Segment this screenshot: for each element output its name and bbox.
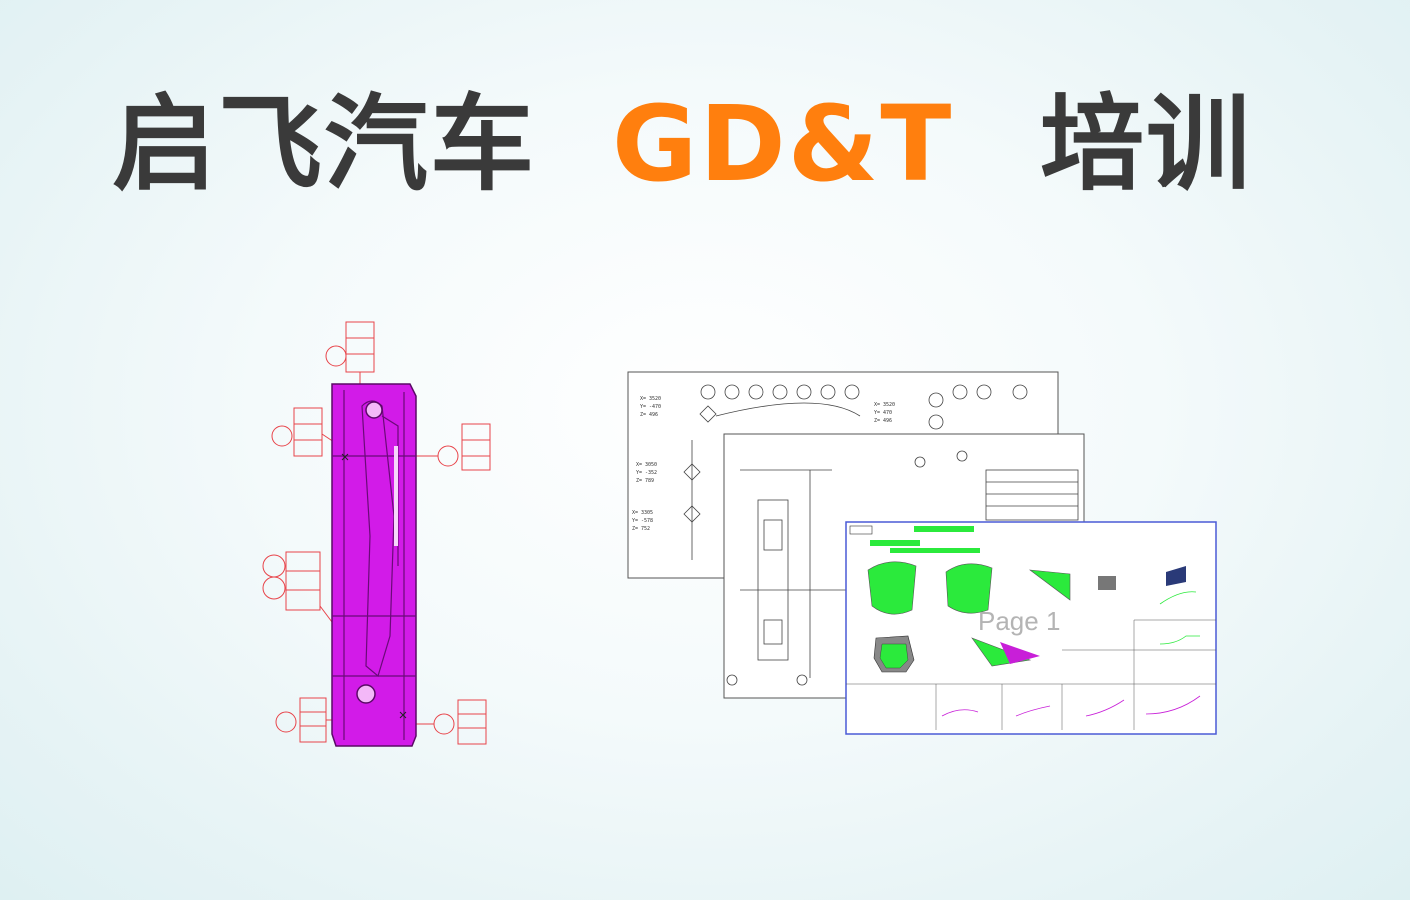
svg-text:Y= -470: Y= -470 (640, 404, 661, 410)
title-brand: 启飞汽车 (112, 83, 537, 205)
svg-text:Z= 789: Z= 789 (636, 478, 654, 484)
svg-text:X= 3050: X= 3050 (636, 462, 657, 468)
part-drawing-image (262, 321, 491, 747)
svg-text:X= 3520: X= 3520 (640, 396, 661, 402)
svg-text:Y= 470: Y= 470 (874, 410, 892, 416)
sheet-watermark: Page 1 (978, 606, 1060, 636)
svg-text:X= 3305: X= 3305 (632, 510, 653, 516)
svg-text:X= 3520: X= 3520 (874, 402, 895, 408)
svg-text:Z= 752: Z= 752 (632, 526, 650, 532)
drawing-sheets-image: X= 3520 Y= -470 Z= 496 X= 3520 Y= 470 Z= 496… (627, 371, 1217, 735)
svg-text:Y= -352: Y= -352 (636, 470, 657, 476)
title-topic: GD&T (612, 83, 954, 205)
title-suffix: 培训 (1040, 83, 1253, 205)
svg-text:Z= 496: Z= 496 (640, 412, 658, 418)
svg-text:Z= 496: Z= 496 (874, 418, 892, 424)
svg-text:Y= -578: Y= -578 (632, 518, 653, 524)
